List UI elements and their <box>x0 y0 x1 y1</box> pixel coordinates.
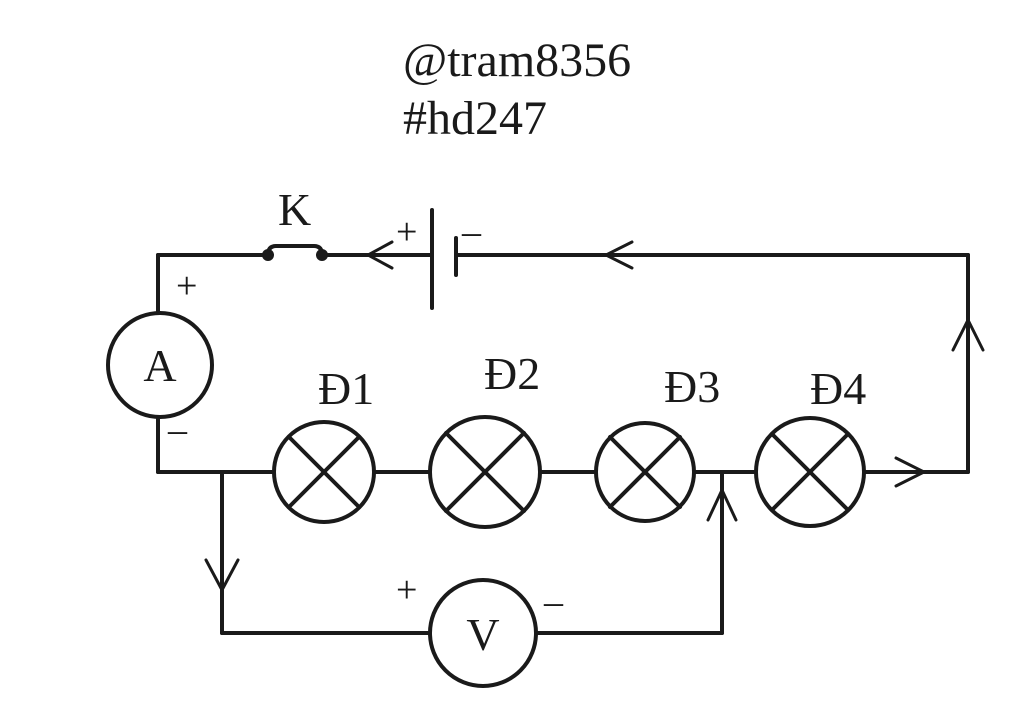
lamp-d4-label: Đ4 <box>810 363 866 414</box>
lamp-d2-label: Đ2 <box>484 348 540 399</box>
lamp-d3-cross-b <box>608 435 682 509</box>
voltmeter: V + – <box>396 569 564 688</box>
lamp-d2-circle <box>428 415 542 529</box>
lamp-d3: Đ3 <box>594 361 720 523</box>
header-handle: @tram8356 <box>403 34 631 87</box>
current-arrow-top-wire <box>602 240 634 270</box>
lamp-d2: Đ2 <box>428 348 542 529</box>
lamp-d3-label: Đ3 <box>664 361 720 412</box>
lamp-d3-circle <box>594 421 696 523</box>
battery-plus-sign: + <box>396 211 417 253</box>
ammeter-circle <box>106 311 214 419</box>
lamp-d4-cross-b <box>770 432 850 512</box>
voltmeter-plus-sign: + <box>396 569 417 611</box>
lamp-d1-circle <box>272 420 376 524</box>
switch-k: K <box>262 184 328 261</box>
header-hashtag: #hd247 <box>403 92 547 145</box>
voltmeter-circle <box>428 578 538 688</box>
lamp-d4: Đ4 <box>754 363 866 528</box>
switch-blade <box>266 244 324 257</box>
ammeter-plus-sign: + <box>176 265 197 307</box>
lamp-d2-cross-b <box>444 431 526 513</box>
lamp-d1-label: Đ1 <box>318 363 374 414</box>
ammeter: A + – <box>106 265 214 451</box>
ammeter-label: A <box>143 340 176 391</box>
voltmeter-label: V <box>466 609 499 660</box>
current-arrow-top-battery <box>364 240 394 270</box>
lamp-d4-circle <box>754 416 866 528</box>
battery-minus-sign: – <box>461 211 482 253</box>
lamp-d1-cross-b <box>287 435 361 509</box>
switch-label: K <box>278 184 311 235</box>
ammeter-minus-sign: – <box>167 409 188 451</box>
voltmeter-minus-sign: – <box>543 581 564 623</box>
lamp-d1: Đ1 <box>272 363 376 524</box>
battery: + – <box>396 208 482 310</box>
